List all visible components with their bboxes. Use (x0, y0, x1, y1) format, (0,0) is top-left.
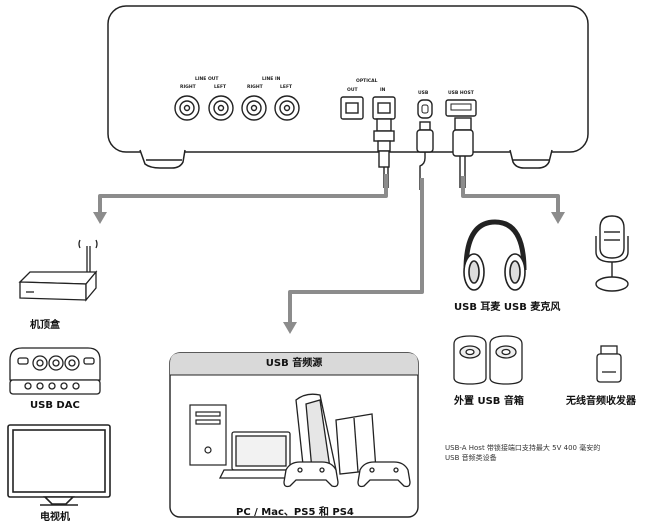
line-in-right-label: RIGHT (247, 85, 263, 90)
usb-source-title: USB 音频源 (265, 358, 323, 369)
arrow-heads (93, 212, 565, 334)
usb-speakers-label: 外置 USB 音箱 (454, 396, 524, 407)
usb-speakers-illustration (453, 335, 523, 385)
gamepad-illustrations (283, 461, 411, 488)
headset-mic-label: USB 耳麦 USB 麦克风 (454, 302, 561, 313)
optical-in-label: IN (380, 88, 386, 93)
usb-c-cable (416, 121, 434, 190)
line-in-left-label: LEFT (280, 85, 293, 90)
arrow-to-usb-host-devices (461, 176, 560, 215)
routing-arrows (98, 174, 560, 326)
usb-host-note-line2: USB 音频类设备 (445, 454, 497, 462)
set-top-box-illustration (18, 239, 98, 302)
rca-jack-line-out-left (208, 95, 234, 121)
usb-port-label: USB (418, 91, 429, 96)
optical-out-label: OUT (347, 88, 358, 93)
headphones-illustration (463, 219, 527, 291)
usb-dac-illustration (9, 347, 101, 395)
microphone-illustration (595, 215, 629, 292)
rca-jack-line-in-left (274, 95, 300, 121)
usb-dac-label: USB DAC (30, 400, 80, 411)
line-in-label: LINE IN (262, 77, 281, 82)
optical-label: OPTICAL (356, 79, 378, 84)
optical-cable (373, 118, 395, 188)
rca-jack-line-in-right (241, 95, 267, 121)
ps5-illustration (295, 393, 337, 475)
arrow-to-usb-source (288, 178, 424, 326)
usb-c-port (417, 99, 433, 119)
arrow-to-left-outputs (98, 174, 388, 215)
line-out-right-label: RIGHT (180, 85, 196, 90)
wireless-receiver-label: 无线音频收发器 (566, 396, 636, 407)
pc-tower-illustration (189, 404, 227, 466)
rca-jacks (174, 95, 300, 121)
rca-jack-line-out-right (174, 95, 200, 121)
set-top-box-label: 机顶盒 (30, 320, 60, 331)
usb-host-port-label: USB HOST (448, 91, 474, 96)
usb-a-cable (452, 117, 474, 188)
line-out-left-label: LEFT (214, 85, 227, 90)
wireless-receiver-illustration (596, 345, 622, 383)
usb-host-note-line1: USB-A Host 带锁接端口支持最大 5V 400 毫安的 (445, 444, 601, 452)
laptop-illustration (218, 431, 304, 479)
usb-source-caption: PC / Mac、PS5 和 PS4 (236, 507, 354, 518)
tv-illustration (7, 424, 111, 506)
tv-label: 电视机 (40, 512, 70, 523)
optical-ports (340, 96, 396, 120)
line-out-label: LINE OUT (195, 77, 219, 82)
